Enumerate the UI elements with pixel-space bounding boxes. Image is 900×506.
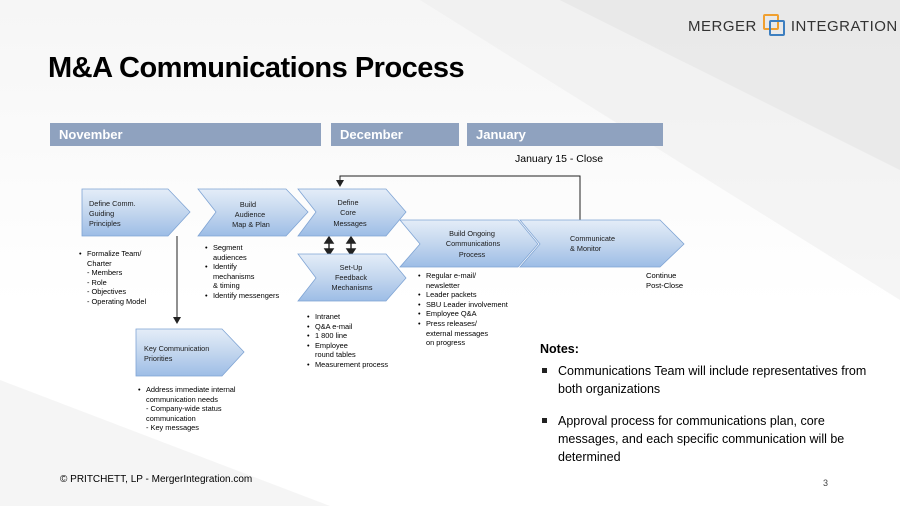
month-bar-january: January [467, 123, 663, 146]
note-text: Approval process for communications plan… [558, 414, 845, 464]
chevron-define-guiding-principles: Define Comm. Guiding Principles [81, 188, 191, 237]
bullet-item: Press releases/ [418, 319, 508, 329]
step-label-line: Audience [235, 210, 265, 219]
ongoing-bullet-list: Regular e-mail/newsletterLeader packetsS… [418, 271, 508, 348]
note-item: Approval process for communications plan… [540, 412, 875, 466]
bullet-item: Segment [205, 243, 279, 253]
footer-copyright: © PRITCHETT, LP - MergerIntegration.com [60, 474, 253, 485]
page-number: 3 [823, 478, 829, 488]
logo-squares-icon [761, 14, 787, 38]
chevron-define-core-messages: Define Core Messages [297, 188, 407, 237]
logo-text-integration: INTEGRATION [790, 17, 898, 35]
bullet-item: Employee Q&A [418, 309, 508, 319]
double-arrow-icon [323, 235, 357, 257]
bullet-continuation: - Role [87, 277, 107, 287]
bullet-continuation: round tables [315, 350, 356, 360]
bullet-continuation: & timing [213, 281, 240, 291]
close-date-annotation: January 15 - Close [515, 153, 604, 165]
chevron-build-ongoing-communications: Build Ongoing Communications Process [399, 219, 539, 268]
note-text: Communications Team will include represe… [558, 364, 867, 396]
bullet-continuation: - Key messages [146, 423, 199, 433]
step-label-line: Define Comm. [89, 199, 136, 208]
step-label-line: & Monitor [570, 244, 602, 253]
step-label-line: Set-Up [340, 263, 363, 272]
feedback-bullet-list: IntranetQ&A e-mail1 800 lineEmployeeroun… [307, 312, 388, 370]
continue-post-close-label: Continue Post-Close [646, 271, 683, 290]
bullet-item: Regular e-mail/ [418, 271, 508, 281]
chevron-key-communication-priorities: Key Communication Priorities [135, 328, 245, 377]
notes-section: Notes: Communications Team will include … [540, 342, 875, 480]
bullet-item: Address immediate internal [138, 385, 236, 395]
bullet-continuation: - Company-wide status [146, 404, 222, 414]
month-bar-november: November [50, 123, 321, 146]
note-item: Communications Team will include represe… [540, 362, 875, 398]
step-label-line: Communicate [570, 234, 615, 243]
step-label-line: Core [340, 208, 356, 217]
bullet-continuation: communication needs [146, 394, 218, 404]
step-label-line: Priorities [144, 354, 173, 363]
bullet-continuation: external messages [426, 328, 489, 338]
bullet-item: Identify [205, 262, 279, 272]
bullet-item: Intranet [307, 312, 388, 322]
step-label-line: Build Ongoing [449, 229, 495, 238]
month-bar-december: December [331, 123, 459, 146]
principles-bullet-list: Formalize Team/Charter- Members- Role- O… [79, 249, 146, 307]
bullet-continuation: on progress [426, 338, 466, 348]
chevron-build-audience-map: Build Audience Map & Plan [197, 188, 309, 237]
bullet-continuation: communication [146, 413, 196, 423]
priorities-bullet-list: Address immediate internalcommunication … [138, 385, 236, 433]
step-label-line: Feedback [335, 273, 367, 282]
bullet-item: 1 800 line [307, 331, 388, 341]
page-title: M&A Communications Process [48, 52, 465, 84]
bullet-continuation: - Operating Model [87, 296, 147, 306]
bullet-item: Employee [307, 341, 388, 351]
bullet-item: Q&A e-mail [307, 322, 388, 332]
chevron-communicate-monitor: Communicate & Monitor [519, 219, 685, 268]
bullet-continuation: - Members [87, 268, 123, 278]
audience-bullet-list: SegmentaudiencesIdentifymechanisms& timi… [205, 243, 279, 301]
brand-logo: MERGER INTEGRATION [688, 14, 898, 38]
bullet-continuation: mechanisms [213, 271, 255, 281]
bullet-item: Formalize Team/ [79, 249, 146, 259]
step-label-line: Build [240, 200, 256, 209]
square-bullet-icon [542, 368, 547, 373]
bullet-continuation: audiences [213, 252, 247, 262]
step-label-line: Communications [446, 239, 501, 248]
notes-title: Notes: [540, 342, 579, 356]
step-label-line: Define [337, 198, 358, 207]
step-label-line: Mechanisms [332, 283, 373, 292]
square-bullet-icon [542, 418, 547, 423]
step-label-line: Messages [333, 219, 367, 228]
step-label-line: Key Communication [144, 344, 209, 353]
bullet-continuation: - Objectives [87, 287, 127, 297]
bullet-item: Identify messengers [205, 291, 279, 301]
step-label-line: Process [459, 250, 486, 259]
bullet-continuation: newsletter [426, 280, 460, 290]
continue-line: Continue [646, 271, 677, 280]
connector-lines [173, 175, 581, 324]
bullet-item: Leader packets [418, 290, 508, 300]
continue-line: Post-Close [646, 280, 684, 290]
chevron-setup-feedback-mechanisms: Set-Up Feedback Mechanisms [297, 253, 407, 302]
logo-text-merger: MERGER [688, 17, 757, 35]
bullet-item: SBU Leader involvement [418, 300, 508, 310]
bullet-item: Measurement process [307, 360, 388, 370]
bullet-continuation: Charter [87, 258, 112, 268]
step-label-line: Guiding [89, 209, 114, 218]
step-label-line: Principles [89, 219, 121, 228]
step-label-line: Map & Plan [232, 220, 270, 229]
